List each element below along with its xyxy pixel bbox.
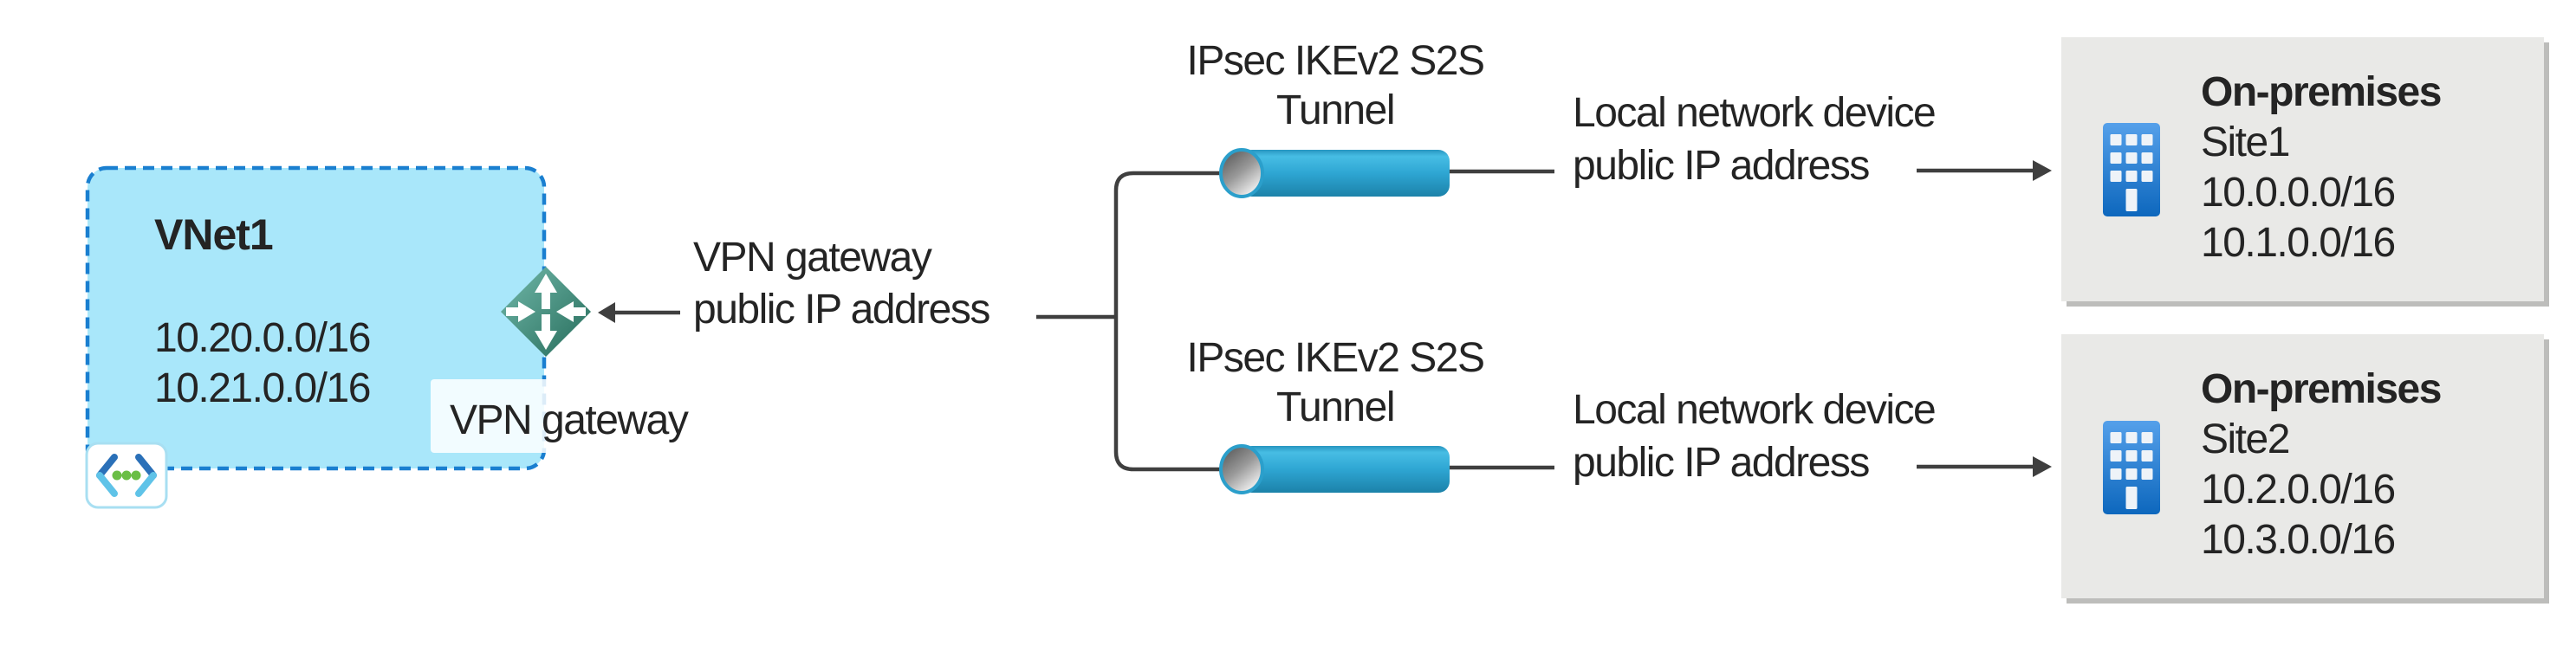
arrow-to-gateway: [598, 302, 680, 323]
vpn-gateway-label-text: VPN gateway: [450, 397, 689, 443]
tunnel-icon: [1219, 444, 1451, 494]
site2-device-line2: public IP address: [1573, 440, 1870, 486]
site1-box: [2061, 37, 2549, 307]
site1-heading: On-premises: [2201, 69, 2442, 115]
site1-name: Site1: [2201, 119, 2290, 165]
site2-address-1: 10.2.0.0/16: [2201, 467, 2396, 513]
tunnel1-label-line1: IPsec IKEv2 S2S: [1186, 38, 1485, 84]
site1-device-label: Local network device public IP address: [1573, 87, 1937, 192]
vnet-address-1: 10.20.0.0/16: [154, 315, 371, 361]
tunnel-branch-connector: [1036, 171, 1221, 472]
site2-name: Site2: [2201, 416, 2290, 462]
vnet-box: [85, 165, 547, 471]
vnet-address-2: 10.21.0.0/16: [154, 365, 371, 411]
vpn-gateway-label: VPN gateway: [431, 379, 702, 453]
building-icon: [2103, 123, 2160, 216]
tunnel1-label-line2: Tunnel: [1276, 87, 1395, 133]
site1-address-2: 10.1.0.0/16: [2201, 220, 2396, 266]
site1-address-1: 10.0.0.0/16: [2201, 170, 2396, 216]
site2-address-2: 10.3.0.0/16: [2201, 517, 2396, 563]
gateway-public-ip-line1: VPN gateway: [693, 235, 932, 281]
site1-device-line1: Local network device: [1573, 90, 1937, 136]
gateway-public-ip-line2: public IP address: [693, 287, 990, 332]
vnet-name: VNet1: [154, 210, 274, 259]
tunnel2-to-site2-connector: [1450, 456, 2052, 477]
site2-heading: On-premises: [2201, 366, 2442, 412]
tunnel2-label-line1: IPsec IKEv2 S2S: [1186, 335, 1485, 381]
site2-info: On-premises Site2 10.2.0.0/16 10.3.0.0/1…: [2201, 365, 2442, 565]
site1-device-line2: public IP address: [1573, 143, 1870, 189]
vpn-gateway-icon: [501, 267, 591, 357]
virtual-network-icon: [85, 442, 168, 509]
tunnel1-label: IPsec IKEv2 S2S Tunnel: [1140, 36, 1530, 135]
site1-info: On-premises Site1 10.0.0.0/16 10.1.0.0/1…: [2201, 68, 2442, 268]
tunnel1-to-site1-connector: [1450, 160, 2052, 181]
tunnel2-label: IPsec IKEv2 S2S Tunnel: [1140, 333, 1530, 432]
site2-device-label: Local network device public IP address: [1573, 384, 1937, 489]
site2-device-line1: Local network device: [1573, 387, 1937, 433]
tunnel2-label-line2: Tunnel: [1276, 384, 1395, 430]
tunnel-icon: [1219, 148, 1451, 198]
building-icon: [2103, 421, 2160, 514]
vnet-address-space: 10.20.0.0/16 10.21.0.0/16: [154, 313, 371, 414]
gateway-public-ip-label: VPN gateway public IP address: [693, 232, 990, 336]
